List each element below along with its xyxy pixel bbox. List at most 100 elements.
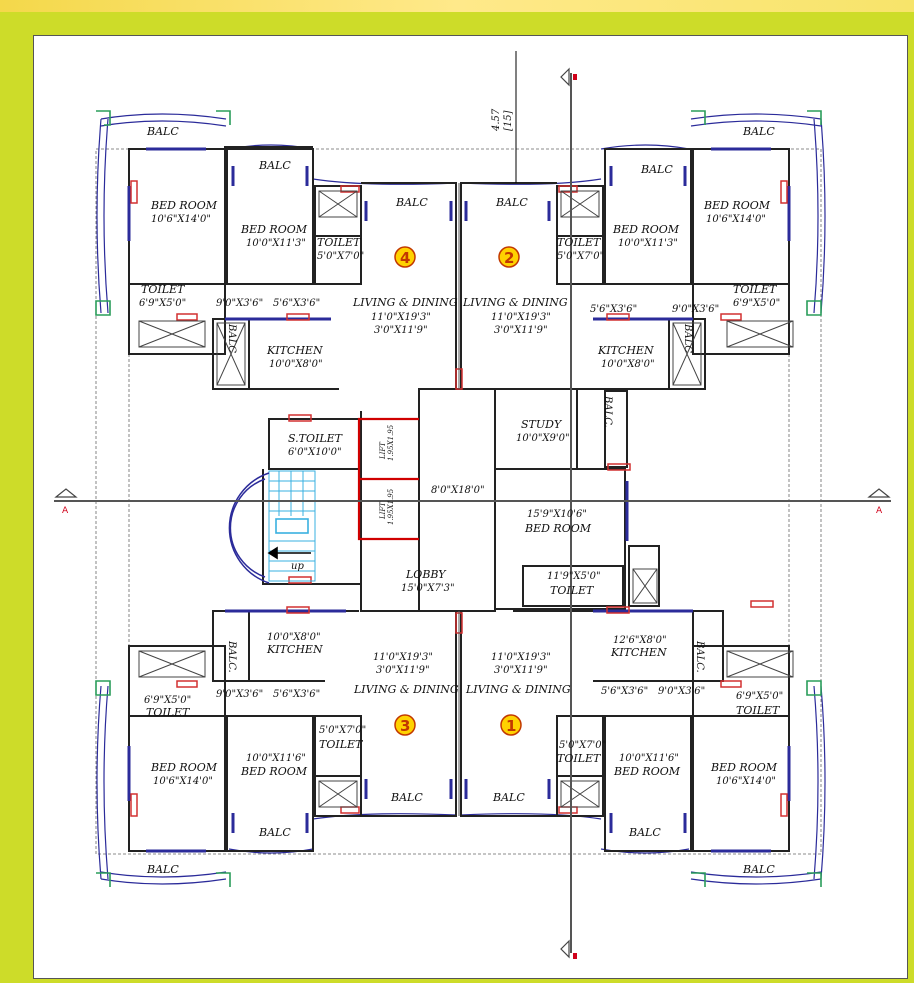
u2-number-badge	[498, 246, 520, 268]
u1-kitchen-size: 12'6"X8'0"	[613, 635, 667, 646]
u3-balc-inner: BALC	[258, 826, 291, 839]
u4-living-size2: 3'0"X11'9"	[374, 325, 428, 336]
u2-pass2: 5'6"X3'6"	[590, 304, 637, 315]
top-banner-strip	[0, 0, 914, 12]
lift-size-1: 1.95X1.95	[387, 424, 395, 461]
section-tags-red	[573, 74, 577, 959]
u4-side-balc: BALC	[226, 323, 237, 353]
u3-living: LIVING & DINING	[353, 683, 459, 696]
u4-pass2: 5'6"X3'6"	[273, 298, 320, 309]
u4-living: LIVING & DINING	[352, 296, 458, 309]
stair-curve	[228, 472, 270, 584]
u1-balc-outer: BALC	[742, 863, 775, 876]
center-bed-label: BED ROOM	[524, 522, 592, 535]
u1-living: LIVING & DINING	[465, 683, 571, 696]
u3-living-size2: 3'0"X11'9"	[376, 665, 430, 676]
unit-4: BALC BALC BALC BED ROOM 10'6"X14'0" BED …	[139, 125, 458, 370]
u2-bed1: BED ROOM	[703, 199, 771, 212]
u3-pass2: 5'6"X3'6"	[273, 689, 320, 700]
u2-toilet1-size: 6'9"X5'0"	[733, 298, 780, 309]
lift-label-1: LIFT	[379, 441, 387, 460]
u4-bed2-size: 10'0"X11'3"	[246, 238, 306, 249]
stair-up-label: up	[291, 561, 304, 572]
u1-side-balc: BALC.	[694, 640, 705, 673]
u4-bed2: BED ROOM	[240, 223, 308, 236]
u1-toilet2-size: 5'0"X7'0"	[559, 740, 606, 751]
stair-arrow	[267, 546, 311, 560]
top-dimension-value: 4.57	[491, 108, 502, 132]
unit-3: BALC BALC BALC BED ROOM 10'6"X14'0" 10'0…	[144, 632, 459, 876]
u3-kitchen: KITCHEN	[266, 643, 323, 656]
u4-balc-inner: BALC	[258, 159, 291, 172]
section-markers	[54, 67, 891, 959]
u3-toilet2: TOILET	[319, 738, 364, 751]
u2-balc-outer: BALC	[742, 125, 775, 138]
u2-bed2: BED ROOM	[612, 223, 680, 236]
u3-bed1: BED ROOM	[150, 761, 218, 774]
u4-number: 4	[400, 249, 410, 267]
u1-number-badge	[500, 714, 522, 736]
u1-toilet1: TOILET	[736, 704, 781, 717]
balcony-columns	[95, 110, 822, 887]
u3-living-size1: 11'0"X19'3"	[373, 652, 433, 663]
u3-kitchen-size: 10'0"X8'0"	[267, 632, 321, 643]
u3-number: 3	[400, 717, 410, 735]
u1-living-size2: 3'0"X11'9"	[494, 665, 548, 676]
u3-bed2: BED ROOM	[240, 765, 308, 778]
u4-kitchen: KITCHEN	[266, 344, 323, 357]
unit-2: BALC BALC BALC BED ROOM 10'6"X14'0" BED …	[462, 125, 780, 370]
u3-balc-outer: BALC	[146, 863, 179, 876]
drawing-sheet: A A 4.57 [15] BALC BALC BALC BED ROOM 10…	[33, 35, 908, 979]
u1-bed2-size: 10'0"X11'6"	[619, 753, 679, 764]
u2-toilet2: TOILET	[557, 236, 602, 249]
u1-toilet2: TOILET	[557, 752, 602, 765]
u3-pass1: 9'0"X3'6"	[216, 689, 263, 700]
u3-bed2-size: 10'0"X11'6"	[246, 753, 306, 764]
u1-toilet1-size: 6'9"X5'0"	[736, 691, 783, 702]
u3-toilet1: TOILET	[146, 706, 191, 719]
u4-balc-outer: BALC	[146, 125, 179, 138]
u3-side-balc: BALC.	[226, 640, 237, 673]
u2-living-size1: 11'0"X19'3"	[491, 312, 551, 323]
unit-1: BALC BALC BALC BED ROOM 10'6"X14'0" 10'0…	[465, 635, 783, 876]
u4-pass1: 9'0"X3'6"	[216, 298, 263, 309]
u3-number-badge	[394, 714, 416, 736]
s-toilet-label: S.TOILET	[288, 432, 344, 445]
u4-balc-front: BALC	[395, 196, 428, 209]
floor-plan: A A 4.57 [15] BALC BALC BALC BED ROOM 10…	[54, 51, 891, 959]
u1-number: 1	[506, 717, 516, 735]
u4-toilet1-size: 6'9"X5'0"	[139, 298, 186, 309]
windows	[127, 147, 791, 853]
u3-toilet2-size: 5'0"X7'0"	[319, 725, 366, 736]
u1-bed1-size: 10'6"X14'0"	[716, 776, 776, 787]
u3-toilet1-size: 6'9"X5'0"	[144, 695, 191, 706]
center-toilet-label: TOILET	[550, 584, 595, 597]
u1-bed1: BED ROOM	[710, 761, 778, 774]
u4-toilet2-size: 5'0"X7'0"	[317, 251, 364, 262]
lobby-label: LOBBY	[405, 568, 447, 581]
section-label-left: A	[62, 506, 69, 516]
lobby-size: 15'0"X7'3"	[401, 583, 455, 594]
u2-bed2-size: 10'0"X11'3"	[618, 238, 678, 249]
u2-balc-front: BALC	[495, 196, 528, 209]
u2-kitchen-size: 10'0"X8'0"	[601, 359, 655, 370]
u4-kitchen-size: 10'0"X8'0"	[269, 359, 323, 370]
u1-pass1: 9'0"X3'6"	[658, 686, 705, 697]
lift-label-2: LIFT	[379, 501, 387, 520]
u1-balc-front: BALC	[492, 791, 525, 804]
u2-bed1-size: 10'6"X14'0"	[706, 214, 766, 225]
section-label-right: A	[876, 506, 883, 516]
core: S.TOILET 6'0"X10'0" LIFT 1.95X1.95 LIFT …	[288, 395, 613, 597]
study-label: STUDY	[521, 418, 563, 431]
u2-pass1: 9'0"X3'6"	[672, 304, 719, 315]
u2-side-balc: BALC	[682, 323, 693, 353]
u3-balc-front: BALC	[390, 791, 423, 804]
u4-number-badge	[394, 246, 416, 268]
u2-living-size2: 3'0"X11'9"	[494, 325, 548, 336]
core-balc-label: BALC.	[602, 395, 613, 428]
u2-toilet1: TOILET	[733, 283, 778, 296]
u1-bed2: BED ROOM	[613, 765, 681, 778]
u1-living-size1: 11'0"X19'3"	[491, 652, 551, 663]
u4-toilet1: TOILET	[141, 283, 186, 296]
